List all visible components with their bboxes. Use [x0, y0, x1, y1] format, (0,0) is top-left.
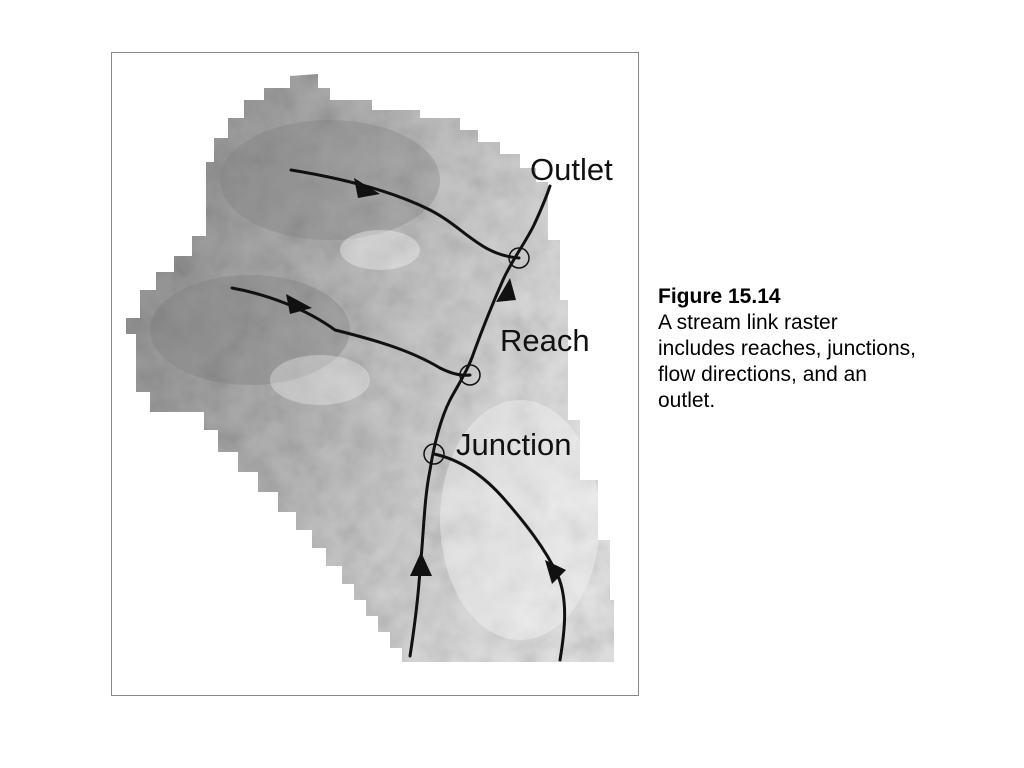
- label-junction: Junction: [456, 427, 571, 462]
- flow-arrow-icon: [410, 552, 432, 576]
- label-outlet: Outlet: [530, 152, 613, 187]
- upper-tributary: [289, 168, 521, 260]
- outlet-junction-circle: [508, 247, 530, 269]
- figure-caption: Figure 15.14 A stream link raster includ…: [658, 284, 918, 414]
- flow-arrow-icon: [496, 278, 516, 302]
- junction-circle: [423, 443, 445, 465]
- flow-direction-arrows: [286, 178, 566, 584]
- flow-arrow-icon: [354, 178, 380, 198]
- middle-tributary: [230, 286, 472, 377]
- label-reach: Reach: [500, 323, 590, 358]
- flow-arrow-icon: [286, 294, 312, 314]
- caption-text: A stream link raster includes reaches, j…: [658, 311, 916, 412]
- lower-tributary: [432, 452, 567, 662]
- caption-title: Figure 15.14: [658, 285, 781, 308]
- flow-arrow-icon: [545, 560, 566, 584]
- reach-junction-circle: [459, 364, 481, 386]
- junction-markers: [423, 247, 530, 465]
